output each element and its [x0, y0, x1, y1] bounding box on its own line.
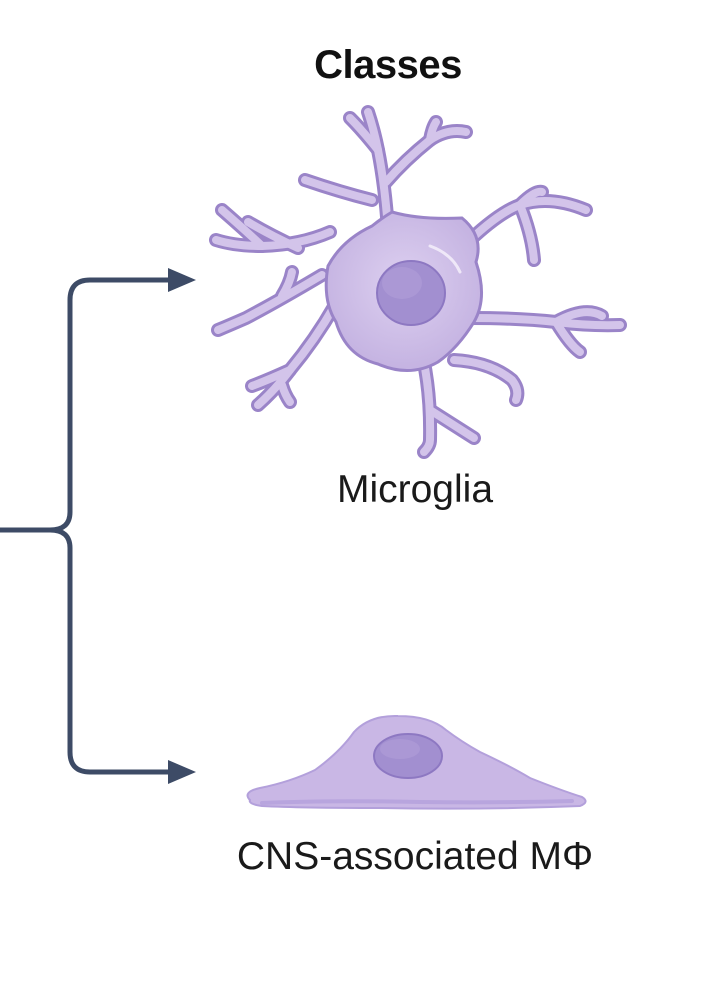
- macrophage-cell-icon: [246, 714, 587, 810]
- connector-stem: [0, 277, 183, 533]
- microglia-cell-icon: [209, 105, 627, 459]
- branch-connector: [0, 277, 183, 775]
- arrowhead-microglia: [168, 268, 196, 292]
- macrophage-label: CNS-associated MΦ: [236, 835, 594, 878]
- classes-heading: Classes: [314, 43, 462, 87]
- microglia-label: Microglia: [336, 468, 494, 511]
- arrowhead-macrophage: [168, 760, 196, 784]
- connector-lower: [47, 527, 183, 775]
